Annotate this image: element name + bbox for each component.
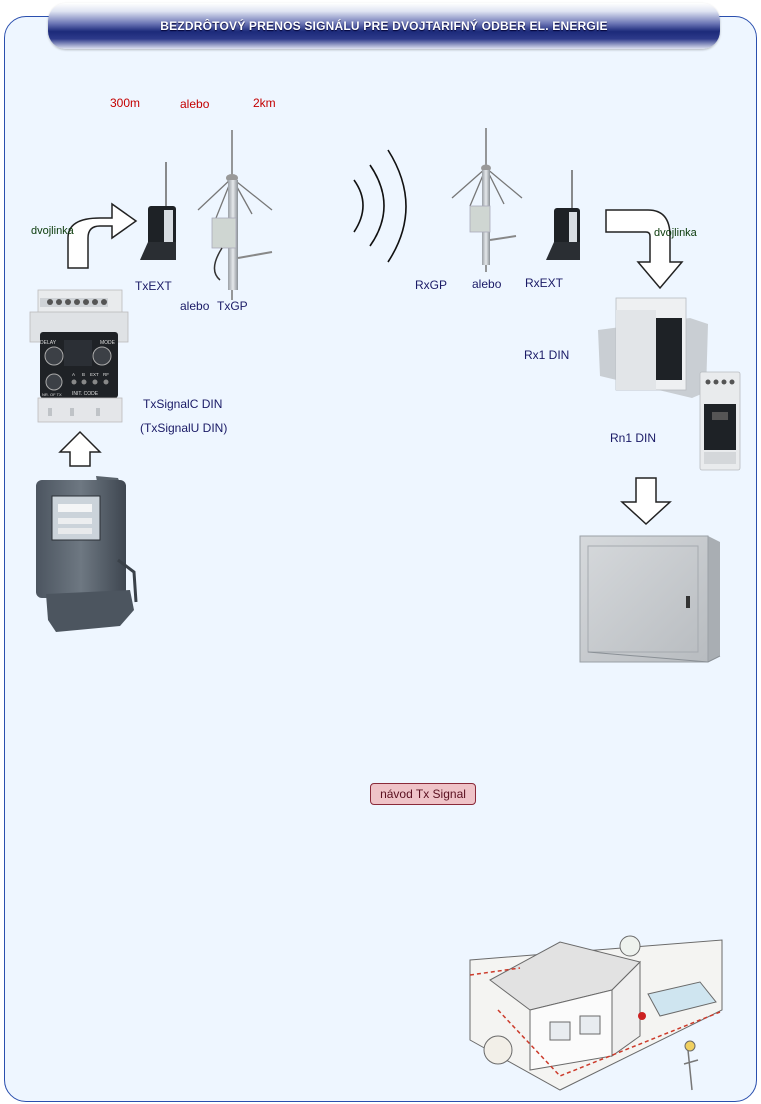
rx1-din-device [598, 297, 708, 398]
distribution-cabinet [579, 535, 721, 663]
txext-device [140, 162, 176, 260]
range-long-label: 2km [253, 96, 276, 110]
rxext-device [546, 170, 580, 260]
house-illustration [469, 935, 723, 1091]
din-mode-text: MODE [100, 340, 116, 346]
arrow-down [620, 477, 672, 526]
alebo-tx-label: alebo [180, 299, 210, 313]
rxext-label: RxEXT [525, 276, 564, 290]
electricity-meter [36, 476, 138, 632]
radio-waves-icon [353, 149, 407, 263]
rn1-din-device [699, 371, 741, 471]
txext-label: TxEXT [135, 279, 172, 293]
din-b-text: B [82, 372, 85, 377]
din-init-code-text: INIT. CODE [72, 391, 99, 397]
title-banner [48, 3, 720, 49]
curved-arrow-right [605, 209, 684, 290]
range-short-label: 300m [110, 96, 141, 110]
txgp-label: TxGP [217, 299, 248, 313]
range-or-label: alebo [180, 97, 210, 111]
rxgp-label: RxGP [415, 278, 448, 292]
din-nr-of-tx-text: NR. OF TX [42, 392, 62, 397]
txsignalu-din-label: (TxSignalU DIN) [140, 421, 228, 435]
txgp-antenna [197, 130, 273, 300]
din-rf-text: RF [103, 372, 109, 377]
rn1-din-label: Rn1 DIN [610, 431, 657, 445]
rx1-din-label: Rx1 DIN [524, 348, 570, 362]
rxgp-antenna [451, 128, 523, 272]
manual-link-button[interactable]: návod Tx Signal [370, 783, 476, 805]
din-delay-text: DELAY [40, 340, 57, 346]
din-ext-text: EXT [90, 372, 99, 377]
alebo-rx-label: alebo [472, 277, 502, 291]
dvojlinka-right-label: dvojlinka [654, 227, 697, 239]
txsignal-din-device [29, 289, 129, 423]
curved-arrow-left [67, 202, 138, 269]
din-a-text: A [72, 372, 75, 377]
arrow-up [58, 430, 102, 467]
txsignalc-din-label: TxSignalC DIN [143, 397, 223, 411]
dvojlinka-left-label: dvojlinka [31, 225, 74, 237]
page-title: BEZDRÔTOVÝ PRENOS SIGNÁLU PRE DVOJTARIFN… [160, 19, 608, 33]
